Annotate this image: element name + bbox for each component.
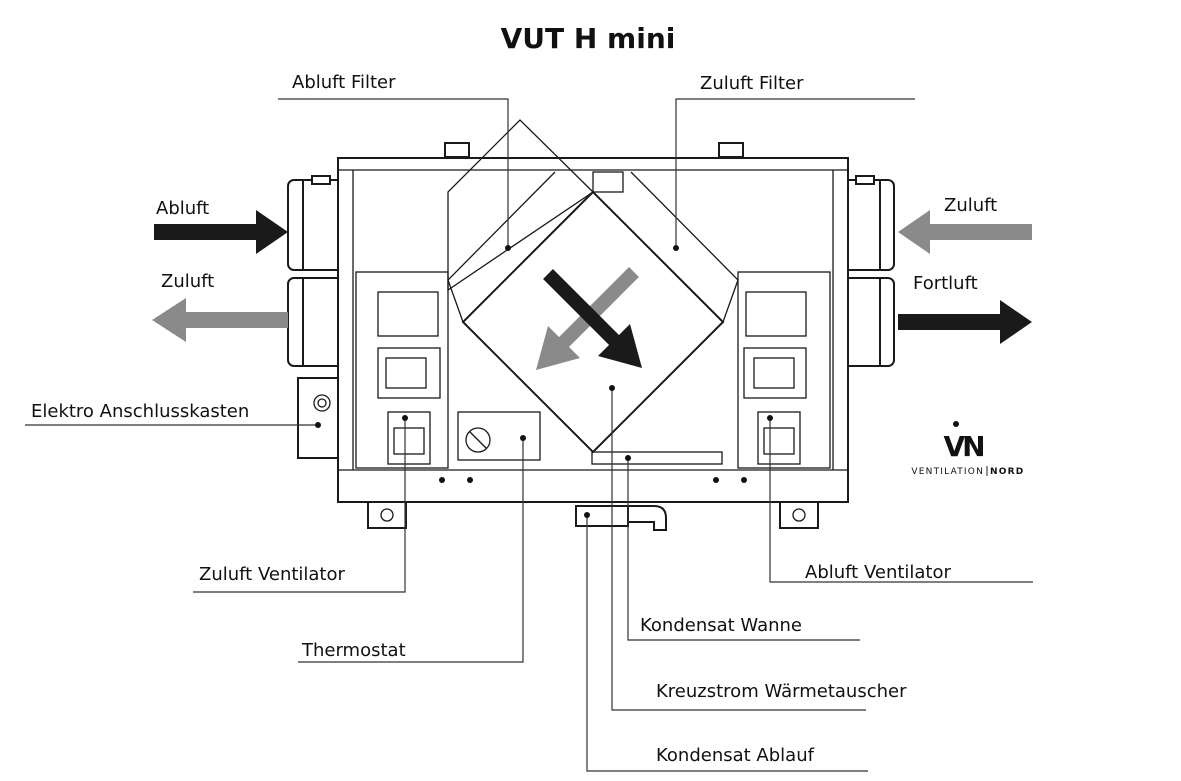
label-zuluft-in: Zuluft <box>944 195 997 216</box>
thermostat-part <box>457 411 541 461</box>
logo-wordmark-right: NORD <box>990 467 1024 477</box>
electrical-box <box>297 377 339 459</box>
logo-mark: VN <box>943 430 983 463</box>
label-kondensat-wanne: Kondensat Wanne <box>640 615 802 636</box>
supply-fan <box>355 271 449 469</box>
ventilation-nord-logo: VN VENTILATION NORD <box>911 421 1024 477</box>
left-duct-connectors <box>287 175 339 367</box>
right-duct-connectors <box>847 175 895 367</box>
leader-lines <box>25 98 1033 772</box>
fortluft-out-arrow <box>898 300 1032 344</box>
label-fortluft-out: Fortluft <box>913 273 978 294</box>
label-zuluft-filter: Zuluft Filter <box>700 73 804 94</box>
abluft-in-arrow <box>154 210 288 254</box>
label-abluft-ventilator: Abluft Ventilator <box>805 562 952 583</box>
label-thermostat: Thermostat <box>301 640 406 661</box>
logo-wordmark-left: VENTILATION <box>911 467 984 477</box>
label-abluft-filter: Abluft Filter <box>292 72 396 93</box>
exchanger-flow-arrows <box>536 267 642 370</box>
label-kreuzstrom-waermetauscher: Kreuzstrom Wärmetauscher <box>656 681 907 702</box>
label-abluft-in: Abluft <box>156 198 209 219</box>
zuluft-out-arrow <box>152 298 288 342</box>
label-kondensat-ablauf: Kondensat Ablauf <box>656 745 815 766</box>
exhaust-fan <box>737 271 831 469</box>
diagram-title: VUT H mini <box>501 22 676 55</box>
label-elektro-anschlusskasten: Elektro Anschlusskasten <box>31 401 249 422</box>
label-zuluft-ventilator: Zuluft Ventilator <box>199 564 346 585</box>
label-zuluft-out: Zuluft <box>161 271 214 292</box>
zuluft-in-arrow <box>898 210 1032 254</box>
